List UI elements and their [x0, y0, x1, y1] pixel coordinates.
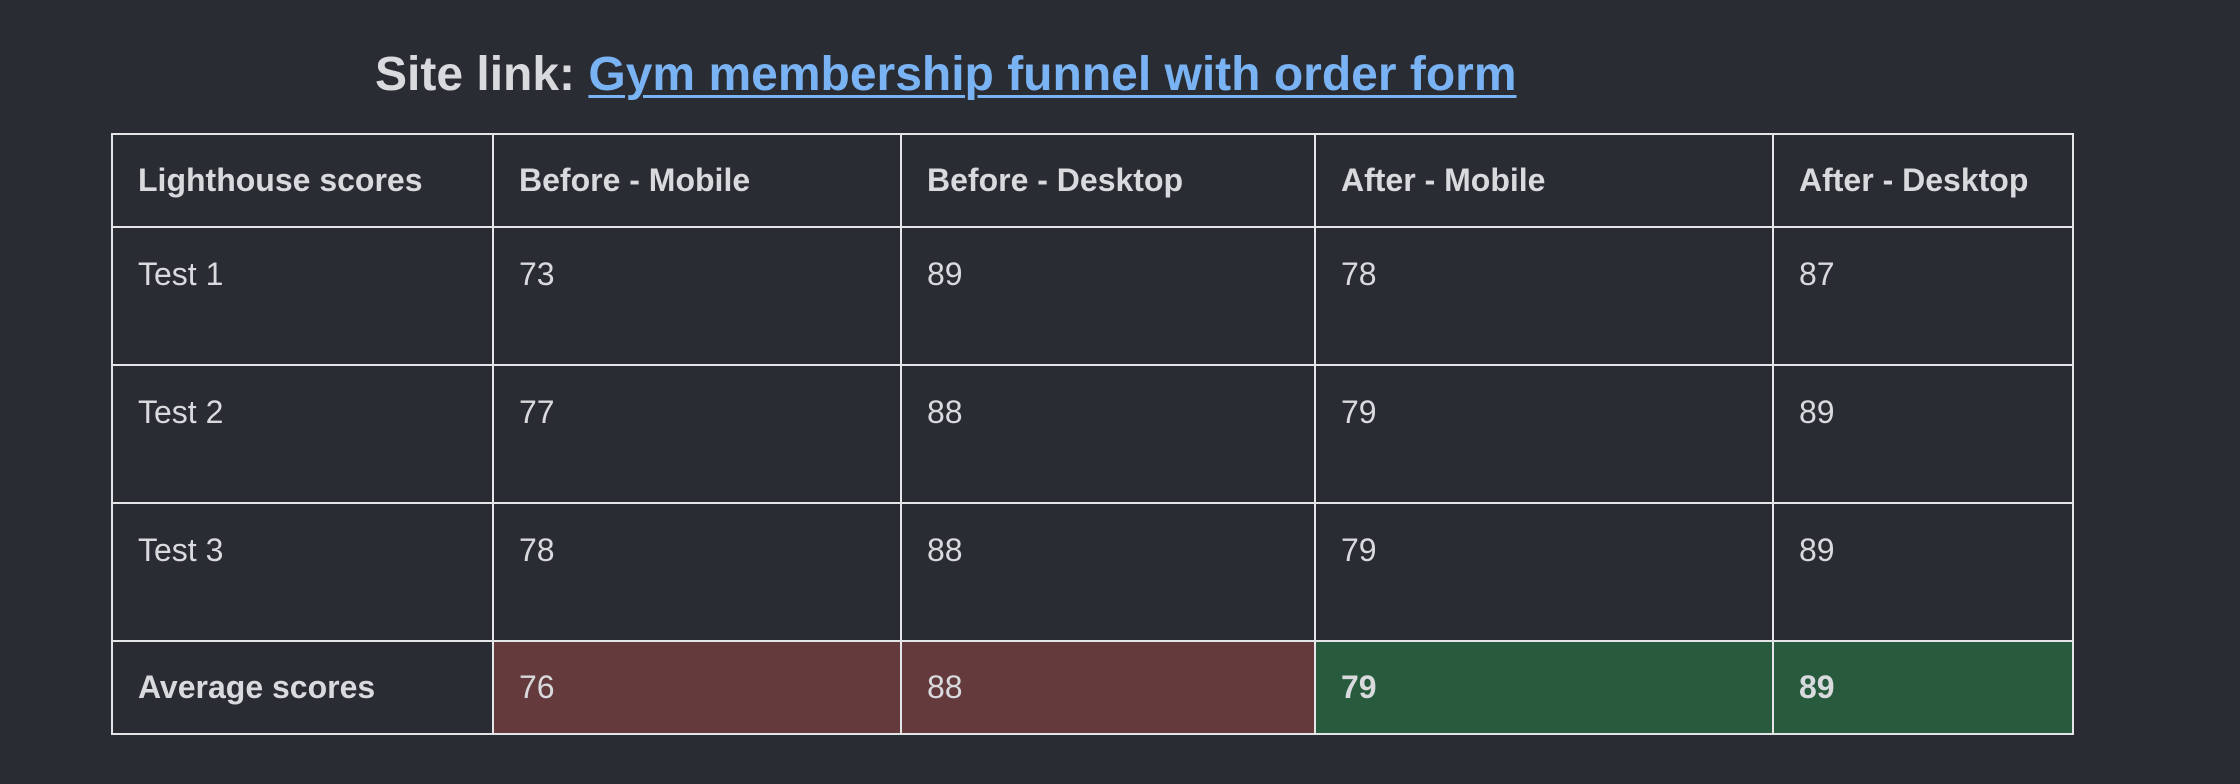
table-cell: 79 [1314, 364, 1774, 504]
column-header: Before - Desktop [900, 133, 1316, 228]
site-link[interactable]: Gym membership funnel with order form [588, 48, 1517, 101]
row-label: Test 2 [111, 364, 494, 504]
table-cell: 87 [1772, 226, 2074, 366]
table-cell: 89 [1772, 502, 2074, 642]
average-before-desktop: 88 [900, 640, 1316, 735]
site-link-prefix: Site link: [375, 48, 576, 101]
column-header: After - Desktop [1772, 133, 2074, 228]
table-header-row: Lighthouse scores Before - Mobile Before… [111, 133, 2074, 228]
row-label: Test 3 [111, 502, 494, 642]
table-cell: 73 [492, 226, 902, 366]
site-link-heading: Site link: Gym membership funnel with or… [375, 42, 1517, 108]
column-header: Lighthouse scores [111, 133, 494, 228]
table-cell: 79 [1314, 502, 1774, 642]
average-row: Average scores 76 88 79 89 [111, 640, 2074, 735]
table-cell: 89 [1772, 364, 2074, 504]
table-row: Test 2 77 88 79 89 [111, 364, 2074, 504]
table-row: Test 1 73 89 78 87 [111, 226, 2074, 366]
table-cell: 78 [492, 502, 902, 642]
lighthouse-scores-table: Lighthouse scores Before - Mobile Before… [111, 133, 2074, 735]
table-cell: 88 [900, 502, 1316, 642]
average-after-mobile: 79 [1314, 640, 1774, 735]
table-row: Test 3 78 88 79 89 [111, 502, 2074, 642]
table-cell: 77 [492, 364, 902, 504]
table-cell: 78 [1314, 226, 1774, 366]
table-cell: 88 [900, 364, 1316, 504]
row-label: Test 1 [111, 226, 494, 366]
column-header: After - Mobile [1314, 133, 1774, 228]
average-label: Average scores [111, 640, 494, 735]
average-after-desktop: 89 [1772, 640, 2074, 735]
average-before-mobile: 76 [492, 640, 902, 735]
column-header: Before - Mobile [492, 133, 902, 228]
table-cell: 89 [900, 226, 1316, 366]
